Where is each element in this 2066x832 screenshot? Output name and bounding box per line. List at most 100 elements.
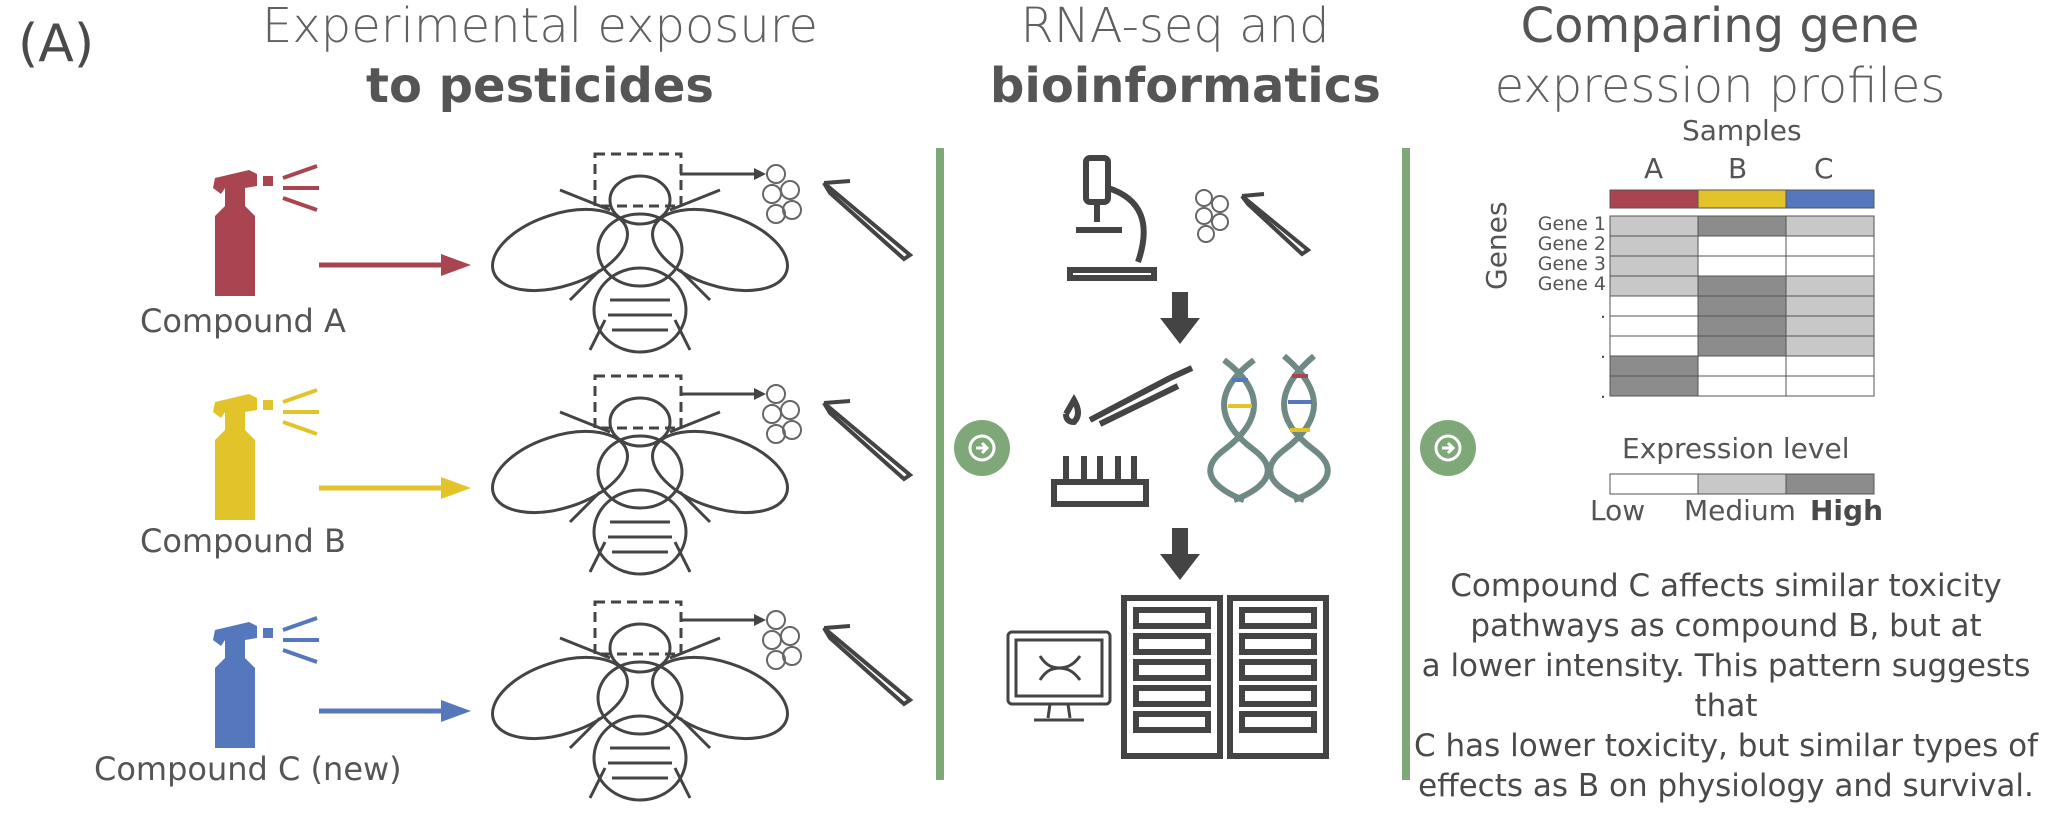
summary-line: C has lower toxicity, but similar types … xyxy=(1414,728,2038,764)
matrix-cell xyxy=(1697,355,1787,377)
summary-line: effects as B on physiology and survival. xyxy=(1418,768,2034,804)
arrow-circle-2 xyxy=(1420,420,1476,476)
expression-legend-bar xyxy=(1609,473,1875,495)
spray-bottle-icon xyxy=(213,164,319,296)
matrix-cell xyxy=(1785,375,1875,397)
matrix-cell xyxy=(1609,235,1699,257)
matrix-cell xyxy=(1697,295,1787,317)
summary-line: pathways as compound B, but at xyxy=(1470,608,1982,644)
matrix-cell xyxy=(1697,315,1787,337)
tweezers-icon xyxy=(1240,192,1312,257)
matrix-cell xyxy=(1785,275,1875,297)
divider-2 xyxy=(1402,148,1410,780)
gene-label: . xyxy=(1599,301,1606,323)
arrow-down-icon xyxy=(1160,528,1200,580)
matrix-cell xyxy=(1785,335,1875,357)
matrix-cell xyxy=(1609,255,1699,277)
arrow-right-icon xyxy=(1434,434,1462,462)
legend-low: Low xyxy=(1590,494,1646,527)
exposure-title-line2: to pesticides xyxy=(366,58,714,114)
legend-swatch xyxy=(1785,473,1875,495)
expression-matrix xyxy=(1609,189,1875,397)
arrow-right-icon xyxy=(319,254,471,276)
sample-label-c: C xyxy=(1814,152,1834,185)
arrow-right-icon xyxy=(319,700,471,722)
compound-c-label: Compound C (new) xyxy=(94,750,402,788)
matrix-cell xyxy=(1609,375,1699,397)
legend-medium: Medium xyxy=(1684,494,1796,527)
sample-color-bar xyxy=(1697,189,1787,209)
legend-high: High xyxy=(1810,494,1884,527)
rnaseq-title-line1: RNA-seq and xyxy=(1020,0,1330,54)
bee-icon xyxy=(491,600,789,802)
sample-label-b: B xyxy=(1728,152,1748,185)
spray-bottle-icon xyxy=(213,616,319,748)
matrix-cell xyxy=(1609,295,1699,317)
matrix-cell xyxy=(1785,315,1875,337)
matrix-cell xyxy=(1697,255,1787,277)
matrix-cell xyxy=(1785,215,1875,237)
server-icon xyxy=(1121,595,1223,759)
gene-label: Gene 4 xyxy=(1537,273,1606,295)
eggs-icon xyxy=(1195,189,1229,243)
panel-label: (A) xyxy=(18,14,95,74)
arrow-circle-1 xyxy=(954,420,1010,476)
matrix-cell xyxy=(1609,335,1699,357)
legend-swatch xyxy=(1697,473,1787,495)
matrix-cell xyxy=(1697,335,1787,357)
gene-label: . xyxy=(1599,341,1606,363)
sample-label-a: A xyxy=(1644,152,1664,185)
pipette-icon xyxy=(1063,365,1194,427)
matrix-cell xyxy=(1697,375,1787,397)
matrix-cell xyxy=(1609,215,1699,237)
tweezers-icon xyxy=(822,179,914,262)
tweezers-icon xyxy=(822,624,914,707)
tweezers-icon xyxy=(822,399,914,482)
compound-a-label: Compound A xyxy=(140,302,346,340)
samples-label: Samples xyxy=(1682,114,1802,147)
comparing-title-line2: expression profiles xyxy=(1494,58,1946,114)
matrix-cell xyxy=(1609,315,1699,337)
exposure-title-line1: Experimental exposure xyxy=(262,0,818,54)
exposure-title: Experimental exposure to pesticides xyxy=(230,0,850,116)
legend-swatch xyxy=(1609,473,1699,495)
compound-b-label: Compound B xyxy=(140,522,346,560)
comparing-title: Comparing gene expression profiles xyxy=(1480,0,1960,116)
sample-color-bar xyxy=(1609,189,1699,209)
test-tubes-icon xyxy=(1051,456,1149,507)
server-icon xyxy=(1227,595,1329,759)
matrix-cell xyxy=(1785,355,1875,377)
matrix-cell xyxy=(1785,255,1875,277)
gene-label: Gene 2 xyxy=(1537,233,1606,255)
gene-label: Gene 1 xyxy=(1537,213,1606,235)
arrow-right-icon xyxy=(319,477,471,499)
genes-label: Genes xyxy=(1480,201,1513,290)
summary-line: Compound C affects similar toxicity xyxy=(1450,568,2002,604)
matrix-cell xyxy=(1785,295,1875,317)
gene-label: . xyxy=(1599,381,1606,403)
matrix-cell xyxy=(1609,355,1699,377)
sample-color-bar xyxy=(1785,189,1875,209)
bee-icon xyxy=(491,374,789,576)
matrix-cell xyxy=(1697,275,1787,297)
summary-line: a lower intensity. This pattern suggests… xyxy=(1421,648,2031,724)
spray-bottle-icon xyxy=(213,388,319,520)
eggs-icon xyxy=(680,610,802,670)
comparing-title-line1: Comparing gene xyxy=(1520,0,1920,54)
computer-icon xyxy=(1006,630,1112,722)
gene-label: Gene 3 xyxy=(1537,253,1606,275)
arrow-down-icon xyxy=(1160,292,1200,344)
matrix-cell xyxy=(1697,235,1787,257)
eggs-icon xyxy=(680,164,802,224)
matrix-cell xyxy=(1785,235,1875,257)
dna-icon xyxy=(1207,353,1331,503)
eggs-icon xyxy=(680,384,802,444)
summary-text: Compound C affects similar toxicity path… xyxy=(1396,566,2056,806)
rnaseq-title-line2: bioinformatics xyxy=(990,58,1381,114)
divider-1 xyxy=(936,148,944,780)
bee-icon xyxy=(491,152,789,354)
matrix-cell xyxy=(1609,275,1699,297)
rnaseq-title: RNA-seq and bioinformatics xyxy=(990,0,1381,116)
legend-title: Expression level xyxy=(1622,432,1850,465)
matrix-cell xyxy=(1697,215,1787,237)
